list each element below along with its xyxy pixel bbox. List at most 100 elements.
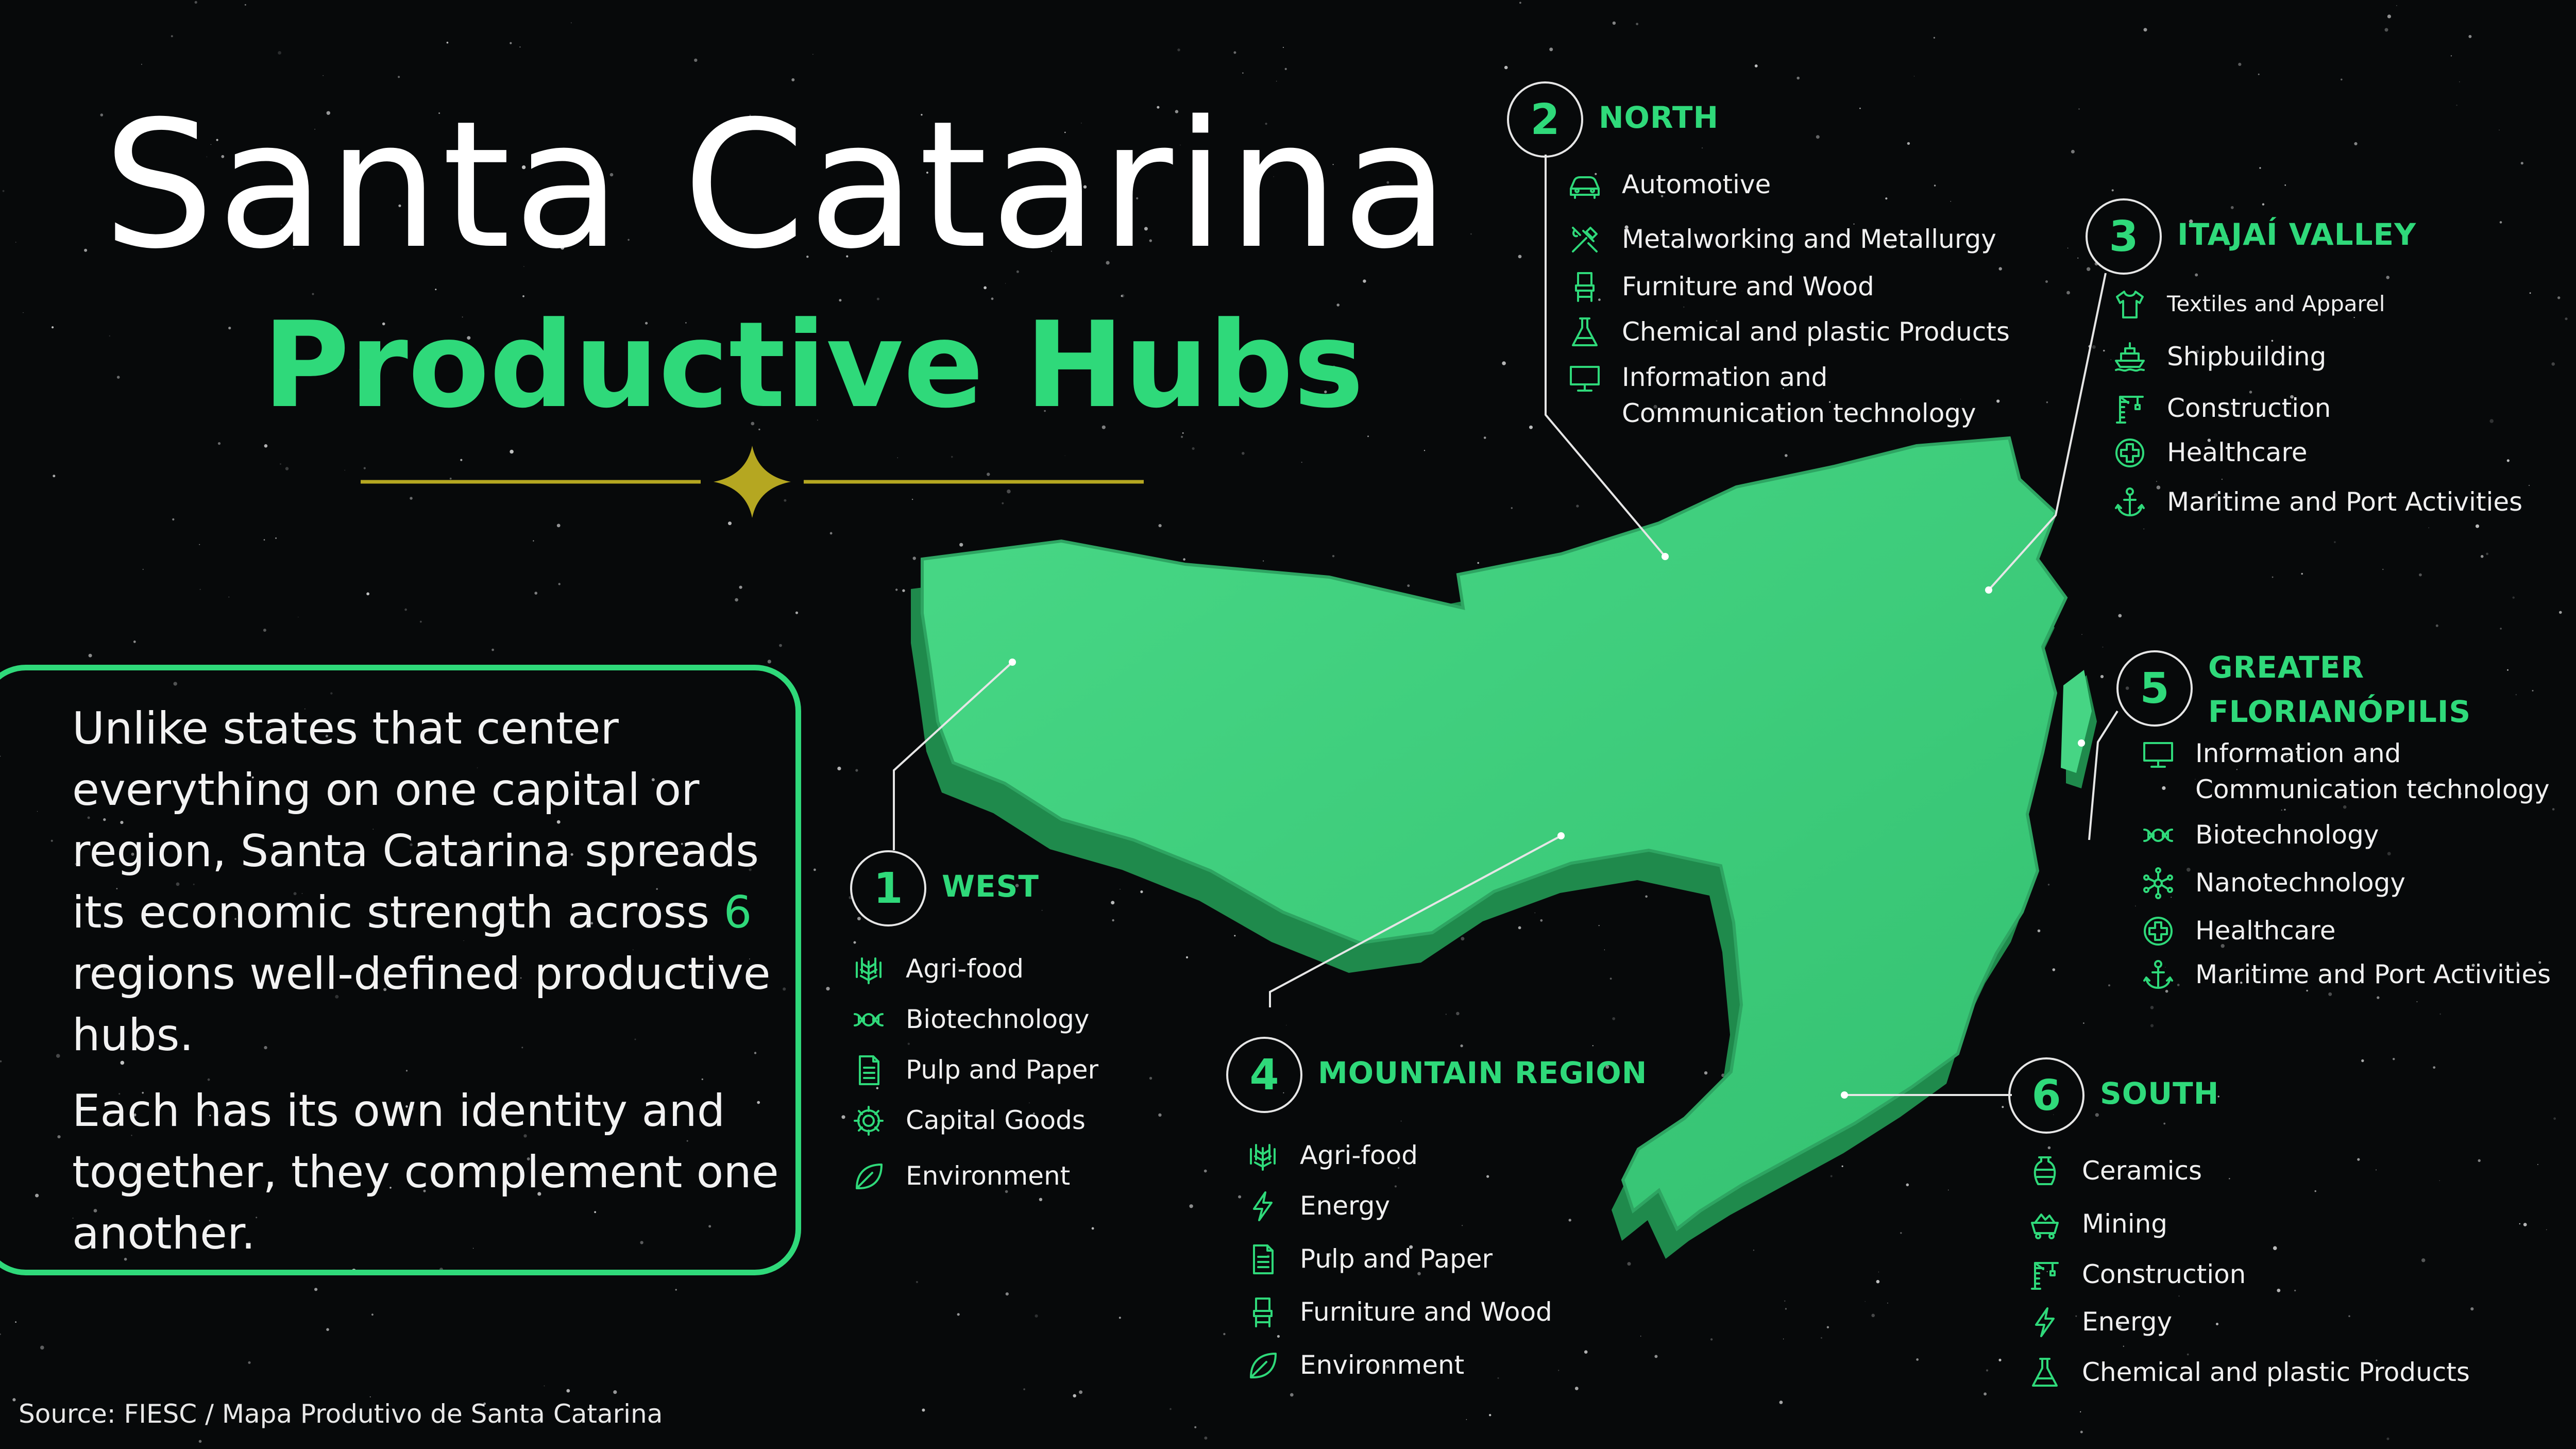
star bbox=[1005, 1292, 1009, 1296]
star bbox=[590, 922, 594, 925]
star bbox=[544, 1385, 545, 1387]
star bbox=[256, 1217, 258, 1219]
monitor-icon bbox=[2140, 735, 2177, 772]
star bbox=[1319, 369, 1322, 372]
star bbox=[410, 843, 413, 847]
star bbox=[363, 467, 366, 469]
star bbox=[902, 589, 905, 592]
star bbox=[876, 297, 879, 300]
star bbox=[1753, 1250, 1755, 1251]
star bbox=[446, 41, 449, 44]
star bbox=[1576, 504, 1579, 508]
star bbox=[1400, 1120, 1402, 1122]
star bbox=[519, 46, 521, 48]
star bbox=[1175, 110, 1179, 113]
star bbox=[1654, 1355, 1658, 1358]
star bbox=[2075, 1315, 2077, 1317]
star bbox=[2512, 596, 2515, 599]
star bbox=[1519, 2, 1521, 4]
sector-item: Automotive bbox=[1566, 166, 2013, 221]
star bbox=[2384, 28, 2388, 32]
star bbox=[2341, 78, 2343, 81]
star bbox=[814, 868, 816, 871]
star bbox=[2271, 340, 2274, 342]
star bbox=[326, 111, 330, 115]
star bbox=[1204, 1169, 1207, 1173]
star bbox=[916, 1281, 918, 1283]
star bbox=[2080, 1430, 2083, 1434]
star bbox=[435, 289, 437, 291]
star bbox=[829, 532, 833, 535]
star bbox=[2386, 276, 2390, 279]
star bbox=[1041, 909, 1043, 911]
star bbox=[1183, 558, 1185, 561]
star bbox=[1934, 184, 1936, 187]
star bbox=[2249, 391, 2252, 394]
star bbox=[2262, 203, 2265, 206]
star bbox=[991, 297, 994, 300]
star bbox=[193, 883, 195, 885]
star bbox=[2100, 675, 2104, 679]
crane-icon bbox=[2111, 390, 2148, 427]
star bbox=[2516, 962, 2519, 964]
star bbox=[1242, 72, 1244, 74]
sector-item: Metalworking and Metallurgy bbox=[1566, 221, 2013, 268]
star bbox=[1460, 1044, 1463, 1048]
star bbox=[846, 255, 849, 258]
star bbox=[228, 596, 230, 598]
sector-item: Information and Communication technology bbox=[1566, 359, 2013, 446]
star bbox=[1170, 1408, 1172, 1410]
star bbox=[2238, 62, 2242, 66]
star bbox=[1015, 884, 1019, 887]
star bbox=[75, 863, 77, 865]
star bbox=[1125, 224, 1128, 227]
star bbox=[176, 882, 180, 886]
star bbox=[1144, 227, 1148, 231]
star bbox=[405, 1070, 408, 1072]
star bbox=[1504, 65, 1508, 70]
star bbox=[1101, 425, 1106, 429]
star bbox=[1636, 23, 1639, 25]
star bbox=[1417, 1272, 1421, 1275]
star bbox=[2538, 961, 2541, 964]
star bbox=[307, 320, 309, 322]
star bbox=[109, 335, 110, 337]
star bbox=[1363, 279, 1366, 283]
sector-list: Agri-food Biotechnology Pulp and Paper C… bbox=[850, 951, 1098, 1208]
star bbox=[53, 475, 56, 478]
star bbox=[40, 1345, 44, 1350]
star bbox=[382, 322, 385, 326]
star bbox=[521, 165, 526, 170]
dna-icon bbox=[850, 1001, 887, 1038]
star bbox=[2143, 28, 2147, 32]
star bbox=[1277, 1335, 1280, 1338]
sector-item: Energy bbox=[2026, 1304, 2470, 1354]
star bbox=[556, 524, 561, 528]
star bbox=[1091, 1227, 1094, 1230]
star bbox=[2515, 694, 2517, 696]
sector-item: Furniture and Wood bbox=[1566, 268, 2013, 314]
star bbox=[2552, 808, 2555, 811]
health-cross-icon bbox=[2140, 913, 2177, 950]
star bbox=[1290, 1393, 1294, 1397]
star bbox=[1859, 107, 1861, 109]
star bbox=[1332, 164, 1334, 165]
star bbox=[216, 139, 218, 141]
star bbox=[2419, 573, 2422, 577]
star bbox=[56, 1054, 60, 1058]
car-icon bbox=[1566, 166, 1603, 204]
star bbox=[217, 442, 221, 445]
star bbox=[171, 35, 173, 38]
star bbox=[1407, 584, 1410, 587]
anchor-icon bbox=[2111, 484, 2148, 521]
sector-list: Ceramics Mining Construction Energy Chem… bbox=[2026, 1153, 2470, 1405]
star bbox=[2421, 1258, 2426, 1262]
star bbox=[1865, 1301, 1866, 1302]
star bbox=[325, 734, 329, 737]
star bbox=[462, 316, 463, 318]
star bbox=[1783, 387, 1784, 390]
star bbox=[228, 327, 231, 330]
star bbox=[2284, 808, 2286, 811]
star bbox=[1185, 956, 1189, 958]
